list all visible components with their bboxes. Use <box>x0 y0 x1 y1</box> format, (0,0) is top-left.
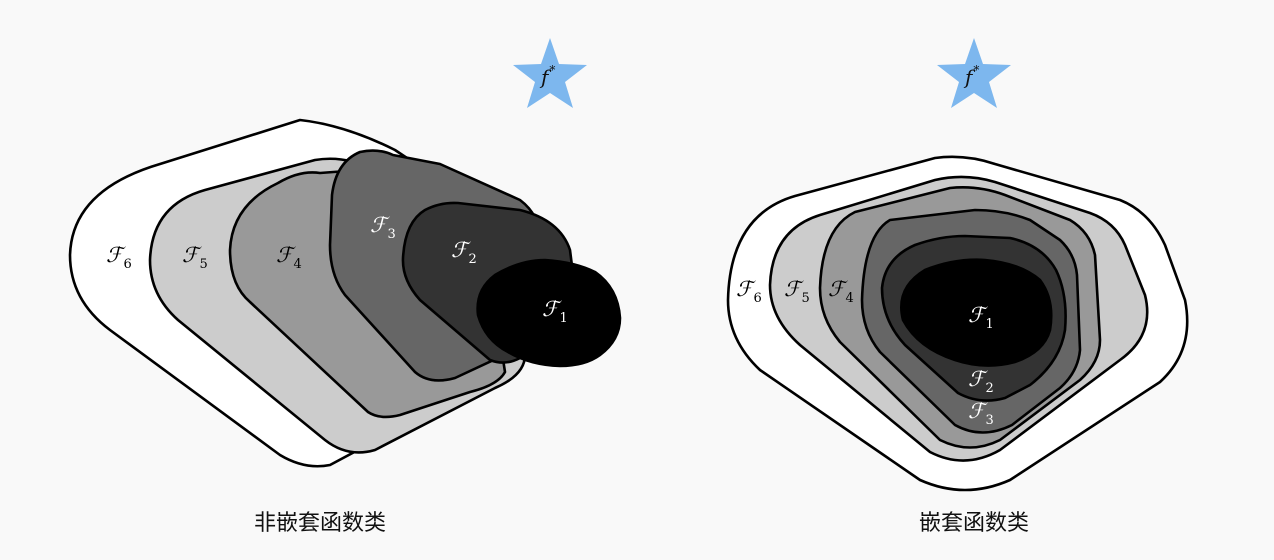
right-label-f4: ℱ4 <box>828 277 854 306</box>
left-caption: 非嵌套函数类 <box>254 511 386 536</box>
right-label-f2: ℱ2 <box>968 367 994 396</box>
right-target-star: f* <box>937 38 1011 108</box>
left-label-f6: ℱ6 <box>106 243 132 272</box>
right-region-f1 <box>900 258 1053 367</box>
star-icon <box>513 38 587 108</box>
right-label-f6: ℱ6 <box>736 277 762 306</box>
left-region-f1 <box>476 258 622 368</box>
left-target-star: f* <box>513 38 587 108</box>
star-icon <box>937 38 1011 108</box>
nested-diagram: ℱ6 ℱ5 ℱ4 ℱ3 ℱ2 ℱ1 f* 嵌套函数类 <box>726 38 1189 536</box>
right-label-f5: ℱ5 <box>784 277 810 306</box>
non-nested-diagram: ℱ6 ℱ5 ℱ4 ℱ3 ℱ2 ℱ1 f* 非嵌套函数类 <box>68 38 622 536</box>
right-label-f1: ℱ1 <box>968 303 994 332</box>
left-label-f4: ℱ4 <box>276 243 302 272</box>
left-label-f1: ℱ1 <box>542 297 568 326</box>
left-label-f2: ℱ2 <box>451 238 477 267</box>
left-label-f5: ℱ5 <box>182 243 208 272</box>
left-label-f3: ℱ3 <box>370 213 396 242</box>
right-label-f3: ℱ3 <box>968 399 994 428</box>
right-caption: 嵌套函数类 <box>919 511 1029 536</box>
